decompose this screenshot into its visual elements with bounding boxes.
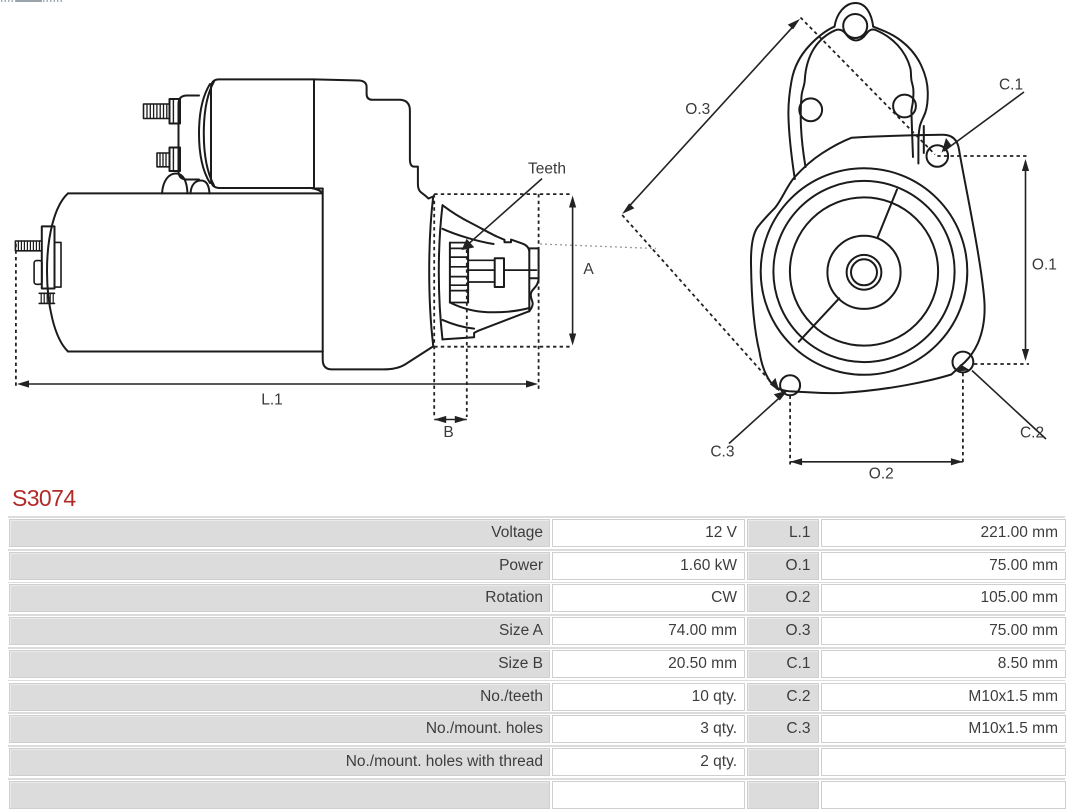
svg-text:Teeth: Teeth: [528, 161, 566, 178]
svg-text:C.2: C.2: [1020, 425, 1044, 442]
svg-text:C.1: C.1: [999, 77, 1023, 94]
svg-text:O.2: O.2: [869, 466, 894, 483]
svg-text:O.3: O.3: [685, 101, 710, 118]
svg-text:C.3: C.3: [710, 443, 734, 460]
svg-text:O.1: O.1: [1032, 257, 1057, 274]
svg-text:A: A: [583, 261, 594, 278]
svg-text:B: B: [443, 424, 453, 441]
svg-text:L.1: L.1: [261, 392, 283, 409]
